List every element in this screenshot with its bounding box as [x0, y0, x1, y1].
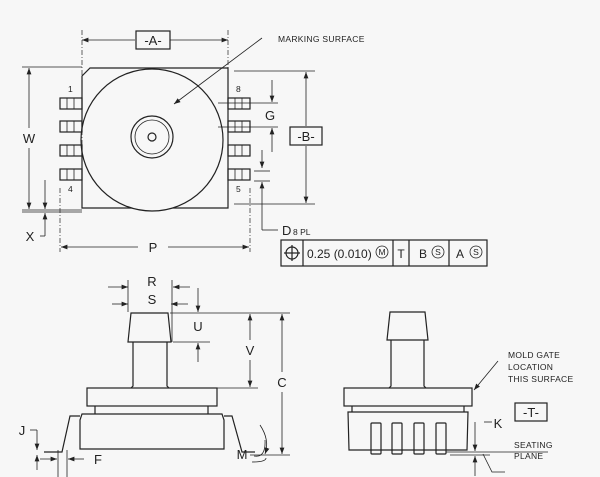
right-lead: [224, 415, 255, 453]
dim-j-label: J: [19, 423, 26, 438]
dim-x-label: X: [26, 229, 35, 244]
end-pins: [370, 422, 447, 455]
datum-t-ref: T: [397, 247, 405, 261]
mold-gate-line-3: THIS SURFACE: [508, 374, 574, 384]
pin-1-label: 1: [68, 84, 73, 94]
marking-surface-label: MARKING SURFACE: [278, 34, 365, 44]
seating-plane-line-1: SEATING: [514, 440, 553, 450]
dim-r-label: R: [147, 274, 156, 289]
port-nozzle: [386, 311, 429, 341]
top-view: 1 4 5 8 -A- MARKING SURFACE W X P: [22, 30, 488, 267]
right-pins: [227, 97, 251, 181]
side-view: R S U V C J F M: [19, 274, 290, 477]
datum-t-box: [514, 402, 548, 422]
dim-w-label: W: [23, 131, 36, 146]
mold-gate-line-2: LOCATION: [508, 362, 553, 372]
mmc-modifier-icon: [375, 245, 389, 259]
mold-gate-line-1: MOLD GATE: [508, 350, 560, 360]
datum-t-label: -T-: [523, 405, 539, 420]
flange: [343, 387, 473, 407]
datum-a-ref: A: [456, 247, 464, 261]
end-view: MOLD GATE LOCATION THIS SURFACE K -T- SE…: [343, 311, 574, 476]
dim-m-label: M: [237, 447, 248, 462]
dim-u-label: U: [193, 319, 202, 334]
flange: [86, 387, 218, 407]
tolerance-value: 0.25 (0.010): [307, 247, 372, 261]
dim-g-label: G: [265, 108, 275, 123]
pin-5-label: 5: [236, 184, 241, 194]
pin-8-label: 8: [236, 84, 241, 94]
port-stem: [130, 342, 170, 389]
port-outer-circle: [130, 115, 174, 159]
port-hole: [147, 132, 157, 142]
body: [347, 411, 469, 451]
datum-a-label: -A-: [144, 33, 161, 48]
dim-k-label: K: [494, 416, 503, 431]
rfs-modifier-b: S: [435, 247, 441, 257]
dim-v-label: V: [246, 343, 255, 358]
rfs-modifier-a: S: [473, 247, 479, 257]
feature-control-frame: 0.25 (0.010) M T B S A S: [280, 239, 488, 267]
left-pins: [59, 97, 83, 181]
pin-4-label: 4: [68, 184, 73, 194]
dim-d-label: D: [282, 223, 291, 238]
datum-b-label: -B-: [297, 129, 314, 144]
dim-f-label: F: [94, 452, 102, 467]
dim-c-label: C: [277, 375, 286, 390]
dim-d-note: 8 PL: [293, 227, 311, 237]
marking-surface-circle: [80, 68, 224, 212]
position-icon: [284, 245, 300, 261]
port-stem: [388, 340, 427, 389]
datum-a-box: [135, 30, 171, 50]
modifier-label: M: [378, 247, 385, 257]
seating-plane-line-2: PLANE: [514, 451, 543, 461]
port-nozzle: [127, 312, 172, 343]
left-lead: [44, 415, 80, 453]
dim-s-label: S: [148, 292, 157, 307]
dim-p-label: P: [149, 240, 158, 255]
datum-b-ref: B: [419, 247, 427, 261]
body: [79, 413, 225, 450]
datum-b-box: [289, 126, 323, 146]
